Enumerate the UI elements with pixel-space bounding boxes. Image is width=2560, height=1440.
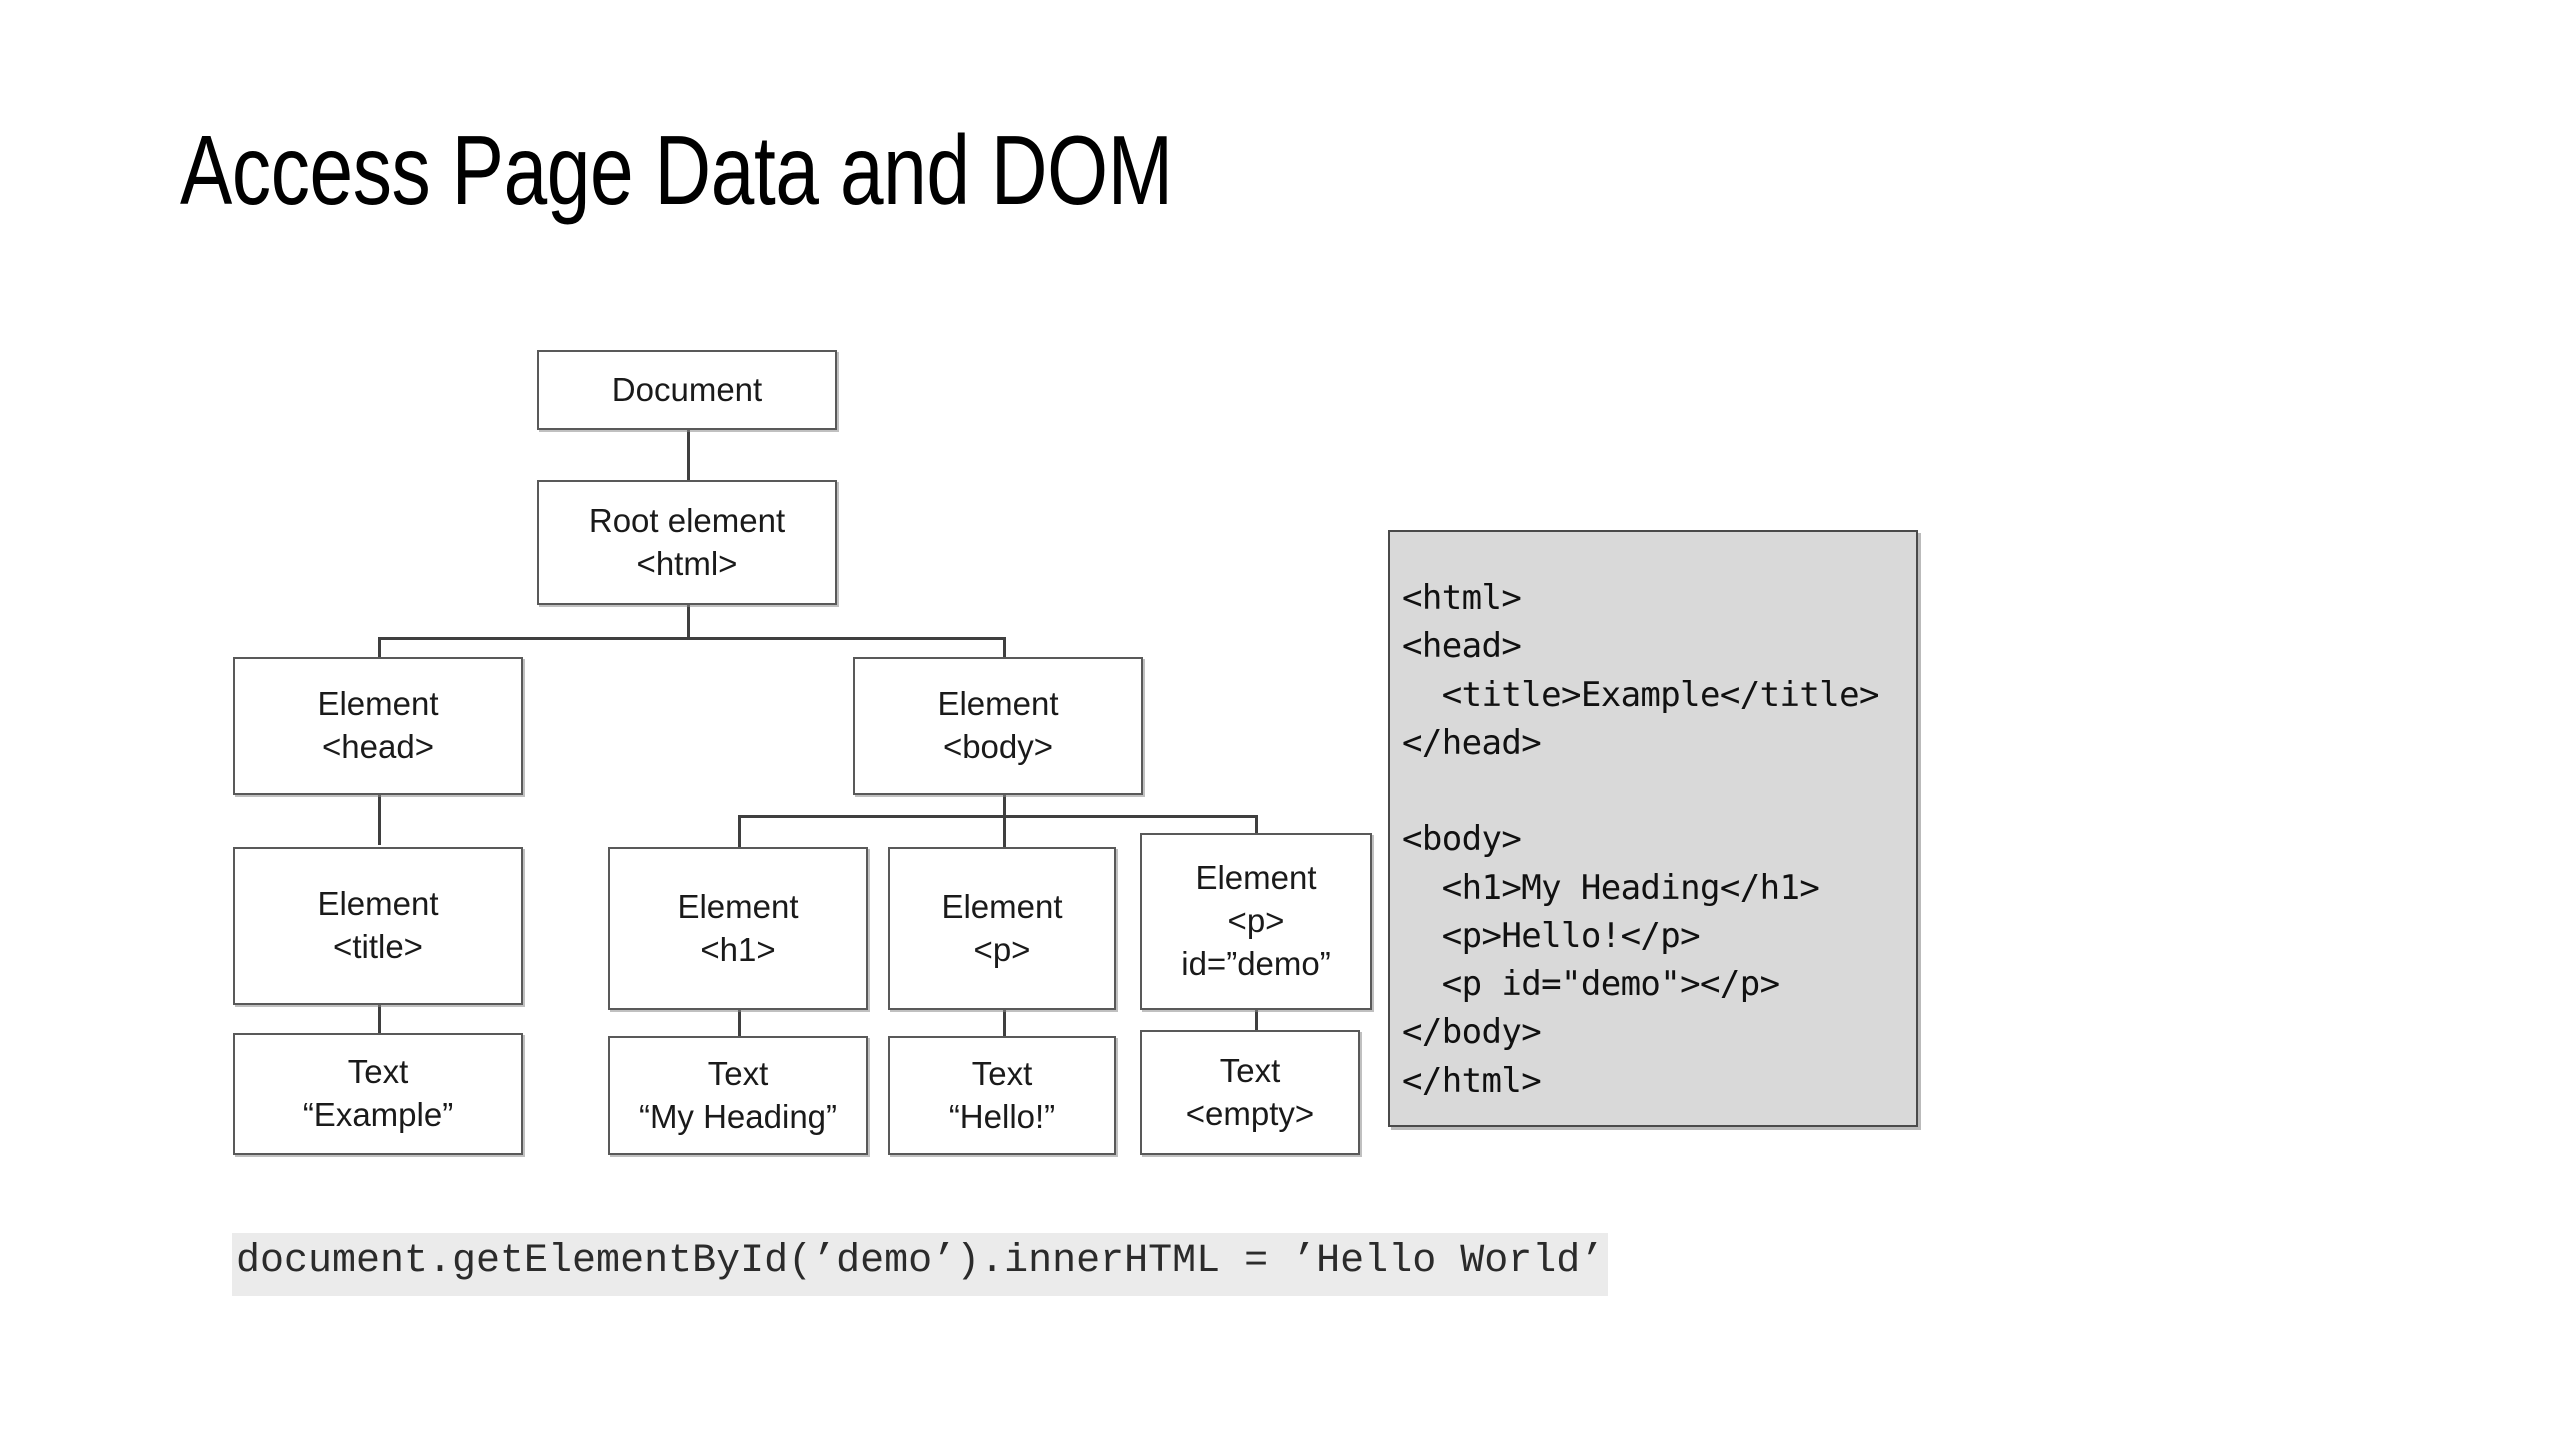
tree-node-document[interactable]: Document: [537, 350, 837, 430]
tree-node-sublabel: <empty>: [1185, 1094, 1315, 1132]
tree-node-label: Element: [937, 685, 1059, 723]
tree-node-sublabel: <p>: [1227, 902, 1285, 940]
connector-h1-to-text: [738, 1008, 741, 1036]
tree-node-label: Text: [707, 1054, 769, 1092]
tree-node-sublabel: <h1>: [700, 930, 776, 968]
tree-node-label: Element: [941, 887, 1063, 925]
connector-head-to-title: [378, 795, 381, 845]
tree-node-label: Root element: [588, 501, 786, 539]
tree-node-h1[interactable]: Element <h1>: [608, 847, 868, 1010]
tree-node-root-html[interactable]: Root element <html>: [537, 480, 837, 605]
tree-node-label: Element: [317, 685, 439, 723]
tree-node-head[interactable]: Element <head>: [233, 657, 523, 795]
tree-node-sublabel: <html>: [636, 544, 738, 582]
tree-node-label: Element: [317, 885, 439, 923]
javascript-statement: document.getElementById(’demo’).innerHTM…: [232, 1233, 1609, 1296]
connector-root-stem: [687, 605, 690, 639]
tree-node-sublabel: <title>: [333, 928, 423, 965]
connector-title-to-text-example: [378, 1003, 381, 1033]
html-source-code: <html> <head> <title>Example</title> </h…: [1402, 578, 1879, 1101]
connector-root-bus: [378, 637, 1005, 640]
connector-document-to-root: [687, 430, 690, 480]
tree-node-label: Element: [1195, 859, 1317, 897]
tree-node-attr: id=”demo”: [1181, 944, 1331, 982]
tree-node-sublabel: “My Heading”: [638, 1097, 838, 1135]
tree-node-text-example[interactable]: Text “Example”: [233, 1033, 523, 1155]
tree-node-text-hello[interactable]: Text “Hello!”: [888, 1036, 1116, 1155]
connector-body-stem: [1003, 795, 1006, 817]
connector-body-to-p: [1003, 815, 1006, 847]
tree-node-sublabel: <head>: [322, 728, 434, 765]
tree-node-title[interactable]: Element <title>: [233, 847, 523, 1005]
tree-node-p-demo[interactable]: Element <p> id=”demo”: [1140, 833, 1372, 1010]
tree-node-sublabel: “Hello!”: [948, 1097, 1056, 1135]
tree-node-body[interactable]: Element <body>: [853, 657, 1143, 795]
tree-node-label: Text: [347, 1053, 409, 1091]
tree-node-label: Document: [611, 370, 763, 408]
tree-node-sublabel: <body>: [942, 728, 1054, 765]
html-source-panel: <html> <head> <title>Example</title> </h…: [1388, 530, 1918, 1127]
page-title: Access Page Data and DOM: [180, 115, 1173, 225]
connector-body-to-h1: [738, 815, 741, 847]
connector-p-demo-to-text: [1255, 1008, 1258, 1036]
tree-node-text-my-heading[interactable]: Text “My Heading”: [608, 1036, 868, 1155]
connector-p-to-text: [1003, 1008, 1006, 1036]
tree-node-label: Element: [677, 887, 799, 925]
tree-node-sublabel: <p>: [973, 930, 1031, 968]
connector-root-to-head: [378, 637, 381, 657]
connector-body-bus: [738, 815, 1258, 818]
connector-body-to-p-demo: [1255, 815, 1258, 847]
tree-node-text-empty[interactable]: Text <empty>: [1140, 1030, 1360, 1155]
connector-root-to-body: [1003, 637, 1006, 657]
tree-node-label: Text: [1219, 1051, 1281, 1089]
tree-node-label: Text: [971, 1054, 1033, 1092]
tree-node-p[interactable]: Element <p>: [888, 847, 1116, 1010]
tree-node-sublabel: “Example”: [302, 1096, 454, 1133]
